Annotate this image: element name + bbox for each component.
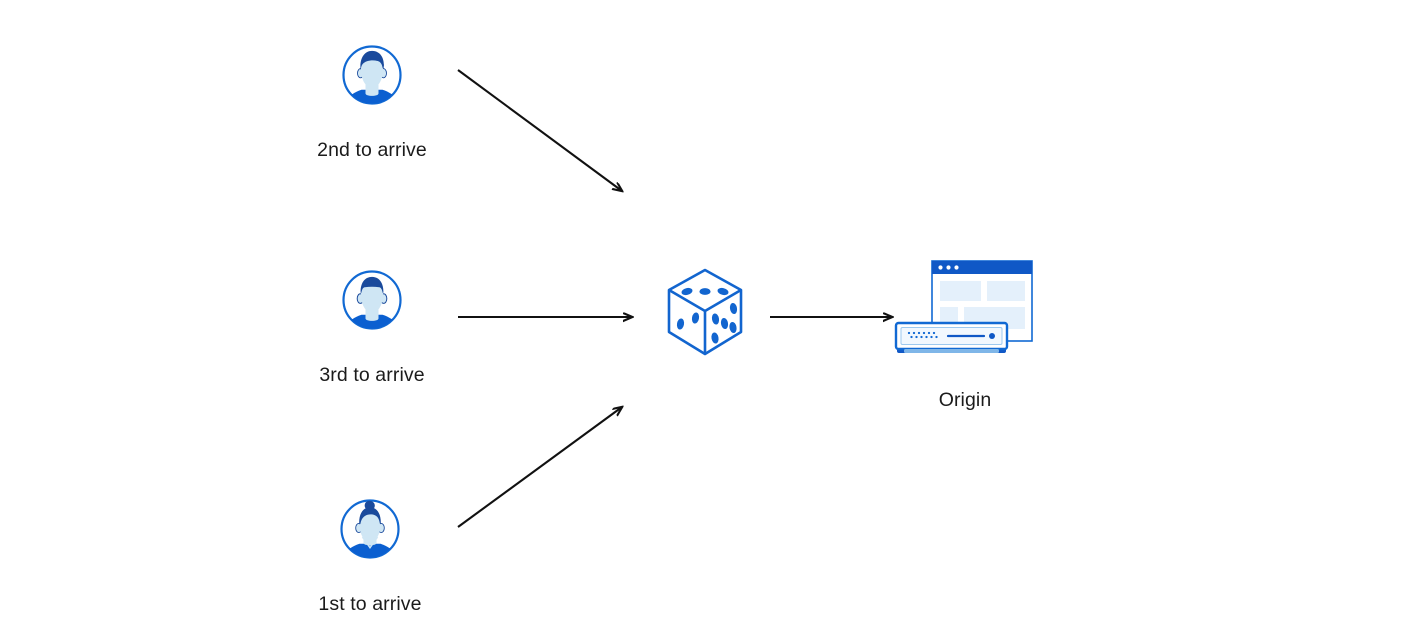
- dice-cube-icon: [655, 262, 755, 362]
- arrow-client-second-to-dice: [457, 69, 622, 191]
- person-bun-hair-avatar-icon: [330, 489, 410, 569]
- client-label-first: 1st to arrive: [318, 593, 422, 615]
- server-device-icon: [894, 321, 1009, 353]
- load-balancer-node[interactable]: [655, 262, 755, 362]
- origin-server-browser-icon: [890, 255, 1040, 365]
- client-label-third: 3rd to arrive: [319, 364, 425, 386]
- client-node-third[interactable]: 3rd to arrive: [292, 260, 452, 386]
- arrow-client-first-to-dice: [457, 407, 622, 528]
- person-short-hair-avatar-icon: [332, 35, 412, 115]
- client-label-second: 2nd to arrive: [317, 139, 427, 161]
- origin-label: Origin: [938, 389, 992, 411]
- client-node-second[interactable]: 2nd to arrive: [292, 35, 452, 161]
- origin-node[interactable]: Origin: [890, 255, 1040, 411]
- client-node-first[interactable]: 1st to arrive: [290, 489, 450, 615]
- person-flat-hair-avatar-icon: [332, 260, 412, 340]
